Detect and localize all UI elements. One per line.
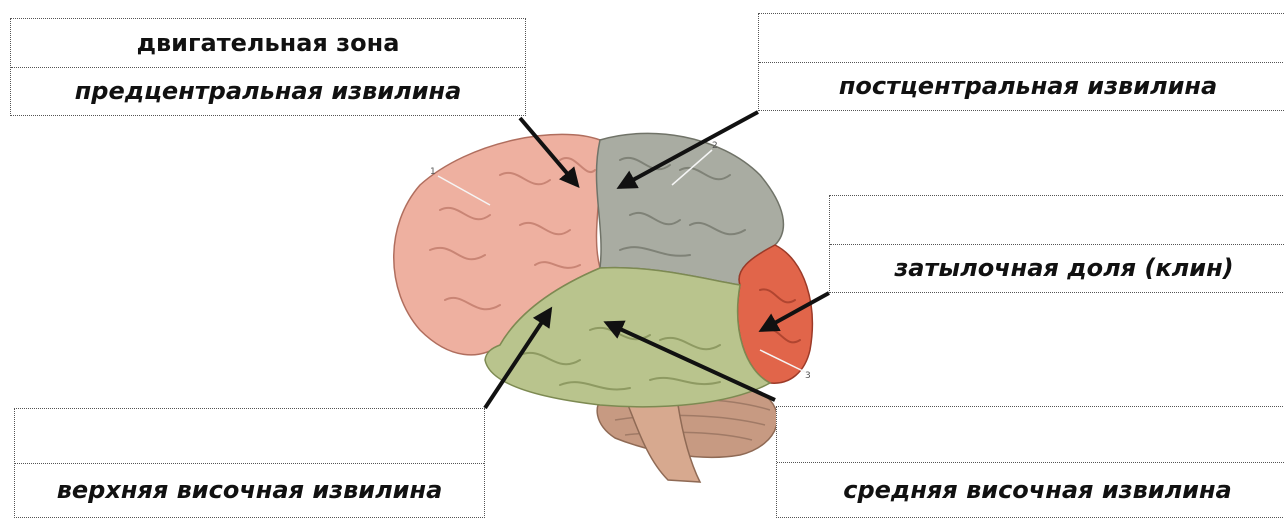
label-box-occipital: затылочная доля (клин) bbox=[829, 195, 1284, 293]
marker-2: 2 bbox=[712, 141, 718, 151]
label-motor-zone: двигательная зона bbox=[11, 19, 525, 68]
label-blank-bottom-right bbox=[777, 407, 1284, 463]
label-postcentral-gyrus: постцентральная извилина bbox=[759, 62, 1284, 110]
marker-3: 3 bbox=[805, 371, 811, 381]
label-blank-top-right bbox=[759, 14, 1284, 63]
label-box-postcentral: постцентральная извилина bbox=[758, 13, 1284, 111]
label-box-superior-temporal: верхняя височная извилина bbox=[14, 408, 485, 518]
label-box-precentral: двигательная зона предцентральная извили… bbox=[10, 18, 526, 116]
label-superior-temporal-gyrus: верхняя височная извилина bbox=[15, 463, 484, 517]
label-box-middle-temporal: средняя височная извилина bbox=[776, 406, 1284, 518]
label-precentral-gyrus: предцентральная извилина bbox=[11, 67, 525, 115]
marker-1: 1 bbox=[430, 167, 436, 177]
label-blank-bottom-left bbox=[15, 409, 484, 464]
label-middle-temporal-gyrus: средняя височная извилина bbox=[777, 462, 1284, 517]
label-occipital-lobe: затылочная доля (клин) bbox=[830, 244, 1284, 292]
label-blank-mid-right bbox=[830, 196, 1284, 245]
